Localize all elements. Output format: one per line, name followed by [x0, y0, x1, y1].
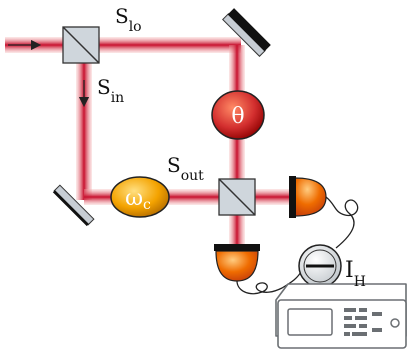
- svg-text:IH: IH: [345, 258, 366, 290]
- i-h-label: I: [345, 258, 354, 283]
- s-in-subscript: in: [111, 90, 125, 106]
- instrument-knob: [390, 318, 400, 328]
- measurement-instrument: [275, 283, 407, 349]
- left-vertical-beam: [76, 45, 92, 200]
- input-beam-splitter: [62, 26, 100, 64]
- s-lo-label: S: [115, 4, 129, 28]
- cavity-subscript: c: [143, 197, 151, 213]
- labels: Slo Sin Sout IH: [97, 4, 366, 290]
- direction-arrows: [8, 39, 90, 108]
- ammeter: [298, 244, 342, 288]
- instrument-display: [287, 308, 333, 336]
- phase-shifter: θ: [211, 90, 265, 140]
- keypad-icon: [344, 308, 382, 336]
- svg-text:Slo: Slo: [115, 4, 142, 35]
- s-lo-subscript: lo: [129, 19, 142, 35]
- phase-symbol: θ: [231, 104, 244, 129]
- svg-text:Sin: Sin: [97, 75, 124, 106]
- output-beam-splitter: [218, 178, 256, 216]
- s-in-label: S: [97, 75, 111, 99]
- svg-text:Sout: Sout: [167, 153, 204, 184]
- svg-text:ωc: ωc: [125, 186, 151, 213]
- s-out-subscript: out: [181, 168, 204, 184]
- top-right-mirror: [222, 8, 271, 57]
- i-h-subscript: H: [354, 274, 366, 290]
- cavity-symbol: ω: [125, 186, 143, 211]
- cavity: ωc: [110, 176, 170, 218]
- right-photodetector: [289, 176, 327, 218]
- bottom-left-mirror: [52, 184, 95, 227]
- s-out-label: S: [167, 153, 181, 177]
- input-beam: [5, 37, 241, 53]
- bottom-photodetector: [214, 244, 260, 282]
